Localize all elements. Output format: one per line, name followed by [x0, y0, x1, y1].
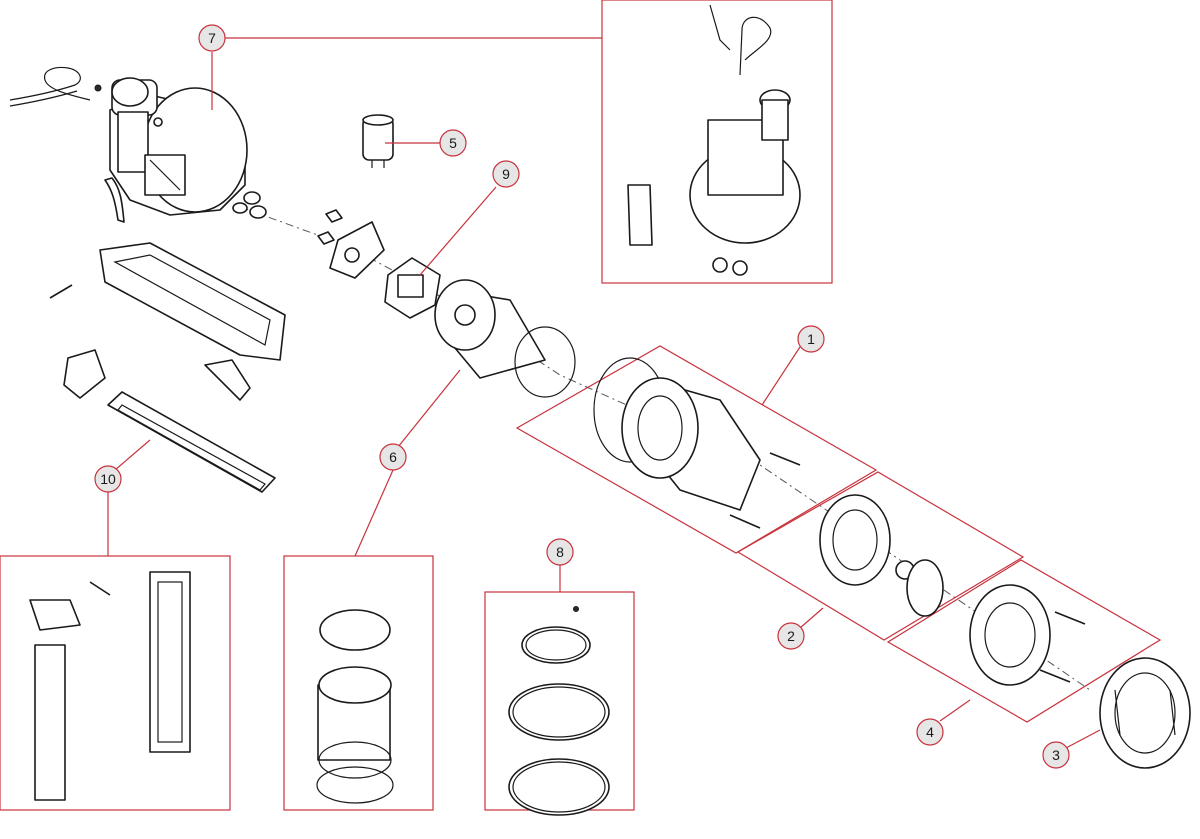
box-part-7-detail	[601, 0, 833, 284]
callout-7-label: 7	[208, 30, 216, 46]
callout-3: 3	[1042, 741, 1070, 769]
leader-3	[1065, 729, 1101, 749]
callout-1-label: 1	[807, 331, 815, 347]
callout-9-label: 9	[502, 166, 510, 182]
motor-assembly	[434, 279, 576, 398]
box-part-6-detail	[283, 555, 434, 811]
callout-10: 10	[94, 465, 122, 493]
callout-6-label: 6	[389, 449, 397, 465]
callout-9-circle	[492, 160, 520, 188]
detail-7-contents	[627, 4, 801, 276]
impeller-section	[819, 494, 944, 617]
base-strainer	[1099, 657, 1191, 769]
capacitor	[362, 114, 394, 168]
detail-10-contents	[29, 571, 191, 801]
leader-1	[761, 346, 801, 406]
callout-10-circle	[94, 465, 122, 493]
callout-6: 6	[379, 443, 407, 471]
volute	[969, 584, 1086, 686]
callout-1: 1	[797, 325, 825, 353]
callout-2: 2	[777, 622, 805, 650]
callout-2-label: 2	[787, 628, 795, 644]
leader-6-box	[354, 469, 394, 557]
box-part-4-group	[886, 559, 1162, 723]
callout-4-label: 4	[926, 724, 934, 740]
callout-7-circle	[198, 24, 226, 52]
leader-2	[799, 607, 824, 629]
callout-3-circle	[1042, 741, 1070, 769]
leader-6	[397, 369, 461, 448]
callout-8-label: 8	[556, 544, 564, 560]
callout-8-circle	[546, 538, 574, 566]
callout-5-label: 5	[449, 135, 457, 151]
callout-2-circle	[777, 622, 805, 650]
callout-4: 4	[916, 718, 944, 746]
callout-5-circle	[439, 129, 467, 157]
detail-8-o-rings	[508, 606, 610, 816]
callout-9: 9	[492, 160, 520, 188]
callout-5: 5	[439, 129, 467, 157]
leader-4	[939, 699, 971, 722]
callout-8: 8	[546, 538, 574, 566]
leader-10	[114, 439, 151, 471]
handle-frame	[49, 242, 286, 401]
callout-10-label: 10	[100, 471, 116, 487]
detail-6-contents	[316, 609, 394, 804]
pump-head-assembly	[9, 66, 267, 223]
box-part-1-group	[515, 345, 878, 554]
bearing-housing	[384, 257, 441, 319]
callout-3-label: 3	[1052, 747, 1060, 763]
filter-grid	[107, 391, 276, 493]
box-part-2-group	[736, 471, 1025, 641]
assembly-axis	[234, 204, 1091, 691]
callout-4-circle	[916, 718, 944, 746]
leader-lines	[107, 37, 1101, 749]
pump-housing-cylinder	[593, 357, 801, 529]
box-part-10-detail	[0, 555, 231, 811]
terminal-plate	[317, 209, 385, 279]
callout-6-circle	[379, 443, 407, 471]
callout-1-circle	[797, 325, 825, 353]
leader-9	[419, 186, 497, 276]
callout-7: 7	[198, 24, 226, 52]
